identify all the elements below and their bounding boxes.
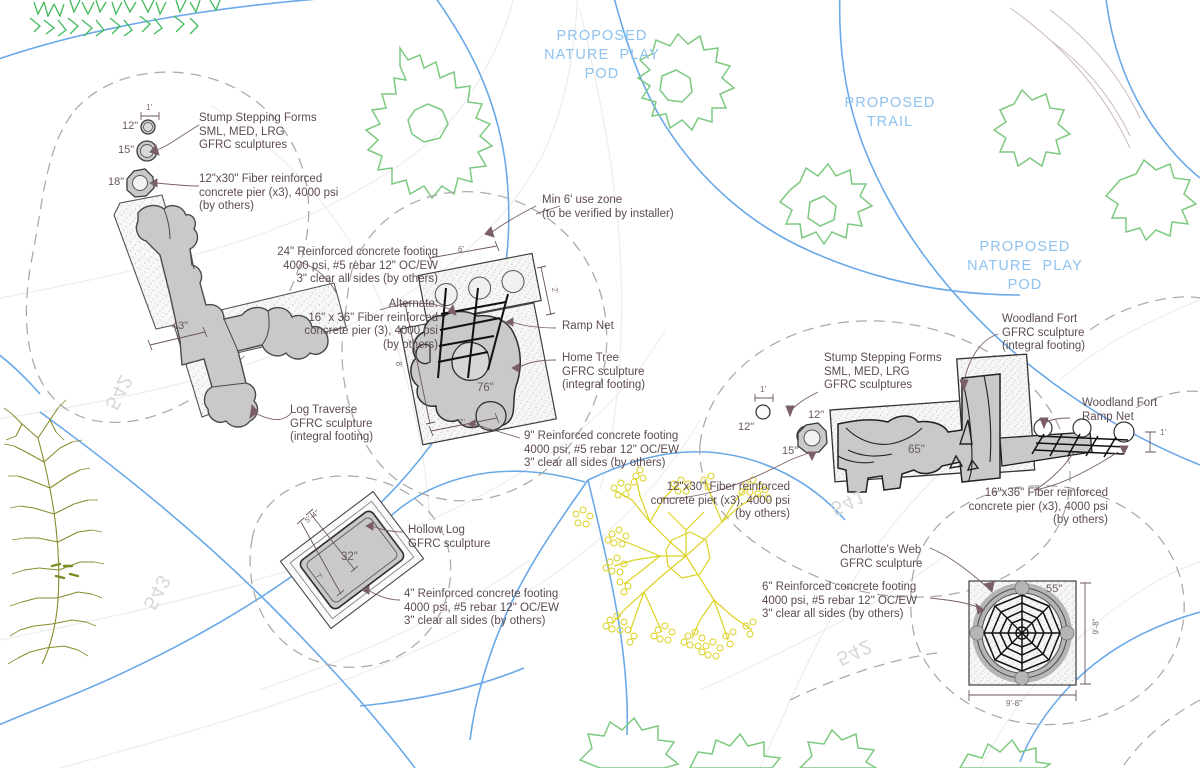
dim-stump-15-right: 15" [782, 445, 799, 457]
leader-pier-left [149, 178, 200, 188]
note-pier-12x30-left: 12"x30" Fiber reinforced concrete pier (… [199, 173, 339, 212]
dim-woodland-fort-length: 65" [908, 444, 925, 456]
note-footing-9in: 9" Reinforced concrete footing 4000 psi,… [524, 430, 679, 469]
stump-forms-left [126, 112, 200, 198]
leader-hollow-log [371, 525, 405, 533]
tree-canopy-outlines [29, 0, 1198, 768]
dim-stump-12-left: 12" [122, 120, 139, 132]
leader-home-tree [517, 359, 557, 369]
dim-stump-15-left: 15" [118, 144, 135, 156]
woodland-fort-assembly [829, 333, 1156, 493]
log-traverse-sculpture [113, 194, 347, 428]
stump-forms-right [659, 391, 828, 499]
leader-ramp-net [511, 321, 557, 329]
dim-ramp-net-right-scale: 1' [1160, 428, 1166, 437]
hollow-log-assembly [279, 490, 425, 630]
dim-stump-12-right: 12" [738, 421, 755, 433]
note-woodland-fort: Woodland Fort GFRC sculpture (integral f… [1002, 313, 1086, 352]
note-log-traverse: Log Traverse GFRC sculpture (integral fo… [290, 404, 374, 443]
olive-shrub-left [3, 399, 105, 665]
dim-home-tree-size: 76" [477, 382, 494, 394]
note-stump-stepping-forms-left: Stump Stepping Forms SML, MED, LRG GFRC … [199, 112, 317, 151]
ramp-net-lines [437, 287, 509, 379]
woodland-fort-ramp-net [1031, 418, 1135, 458]
leader-16x36-pier [1033, 451, 1075, 491]
scale-bar-1ft-right [754, 394, 774, 402]
leader-charlottes-web [929, 547, 989, 589]
dim-2ft [536, 265, 556, 316]
note-woodland-fort-ramp-net: Woodland Fort Ramp Net [1082, 397, 1158, 423]
dim-log-traverse-length: 43" [172, 320, 189, 332]
note-charlottes-web: Charlotte's Web GFRC sculpture [840, 544, 923, 570]
dim-8ft [400, 301, 436, 425]
note-hollow-log: Hollow Log GFRC sculpture [408, 524, 491, 550]
scale-bar-1ft-ramp [1145, 431, 1156, 453]
dim-hollow-log [296, 508, 359, 597]
dim-web-footing-width: 9'-8" [1006, 699, 1022, 708]
note-pier-16x36-right: 16"x36" Fiber reinforced concrete pier (… [968, 487, 1108, 526]
scale-bar-1ft-left [140, 112, 160, 120]
note-stump-stepping-forms-right: Stump Stepping Forms SML, MED, LRG GFRC … [824, 352, 942, 391]
note-alternate-pier-16x36: Alternate: 16" x 36" Fiber reinforced co… [304, 298, 438, 351]
leader-9in-footing [473, 423, 521, 439]
yellow-tree-leaf-clusters [572, 466, 772, 660]
note-footing-6in: 6" Reinforced concrete footing 4000 psi,… [762, 581, 917, 620]
dim-hollow-log-size: 32" [341, 551, 358, 563]
yellow-tree-plan [572, 466, 772, 660]
note-footing-4in: 4" Reinforced concrete footing 4000 psi,… [404, 588, 559, 627]
leader-stump-left [149, 124, 200, 156]
dim-line-43 [147, 326, 208, 351]
dim-home-tree-footing-width: 7' [459, 418, 465, 427]
dim-scale-1ft-right: 1' [760, 385, 766, 394]
web-rings [983, 594, 1061, 672]
dim-web-diameter: 55" [1046, 583, 1063, 595]
leader-use-zone [491, 205, 537, 233]
dim-stump-12b-right: 12" [808, 409, 825, 421]
label-proposed-trail: PROPOSED TRAIL [844, 95, 936, 130]
home-tree-assembly [299, 205, 558, 446]
charlottes-web-assembly [929, 547, 1091, 701]
dim-6ft [427, 240, 500, 264]
dim-7ft [428, 412, 500, 437]
leader-alternate-pier [379, 302, 453, 311]
leader-4in-footing [367, 589, 401, 601]
label-proposed-nature-play-pod-nw: PROPOSED NATURE PLAY POD [544, 28, 660, 82]
dim-web [968, 582, 1091, 701]
dim-ramp-net-width: 6' [458, 245, 464, 254]
leader-log-traverse [249, 403, 293, 420]
note-ramp-net: Ramp Net [562, 320, 614, 332]
leader-woodland-fort [963, 333, 999, 383]
use-zone-circles [25, 71, 1200, 768]
faint-arcs [1009, 7, 1141, 149]
dim-scale-1ft-left: 1' [146, 103, 152, 112]
note-pier-12x30-mid: 12"x30" Fiber reinforced concrete pier (… [650, 481, 790, 520]
note-footing-24in: 24" Reinforced concrete footing 4000 psi… [277, 246, 438, 285]
leader-24in-footing [299, 261, 339, 297]
leader-misc [535, 205, 561, 215]
dim-web-footing-height: 9'-8" [1091, 618, 1101, 635]
label-proposed-nature-play-pod-ne: PROPOSED NATURE PLAY POD [967, 239, 1083, 293]
note-home-tree: Home Tree GFRC sculpture (integral footi… [562, 352, 646, 391]
leader-12x30-pier-right [659, 459, 791, 499]
dim-stump-18-left: 18" [108, 176, 125, 188]
note-min-use-zone: Min 6' use zone (to be verified by insta… [542, 194, 674, 220]
